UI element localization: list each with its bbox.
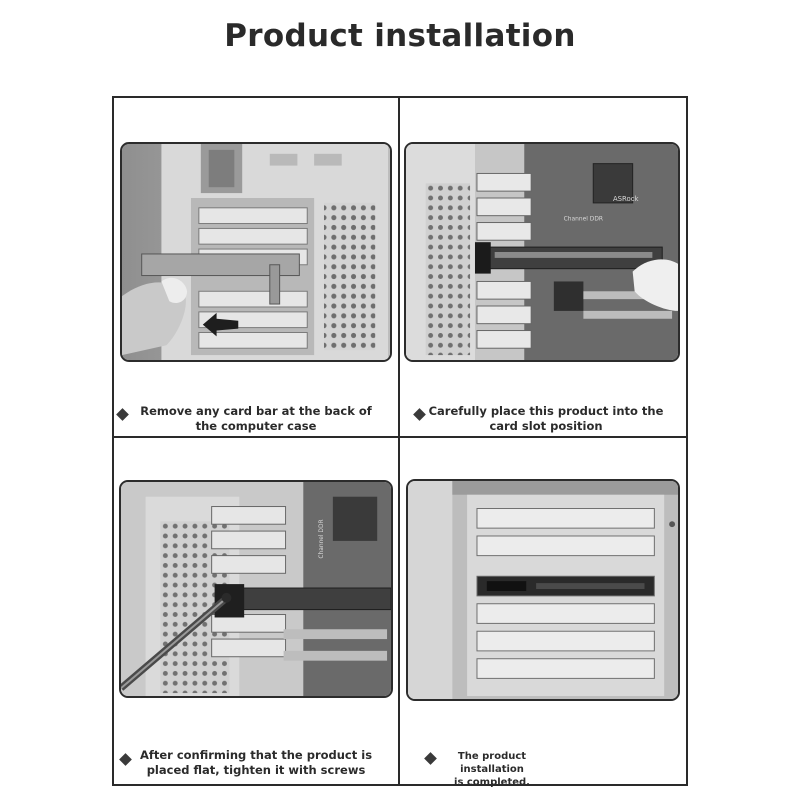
step4-caption-line2: is completed. [454,777,530,788]
step3-photo: Channel DDR [119,480,393,698]
step2-caption: Carefully place this product into the ca… [428,404,664,434]
step4-photo [406,479,680,701]
step1-photo [120,142,392,362]
pcb-label-b-rotated: Channel DDR [319,519,325,558]
steps-frame [112,96,688,786]
frame-divider-horizontal [112,436,688,438]
step4-caption-line1: The product installation [457,751,527,775]
pcb-label-a: ASRock [613,195,639,203]
step4-caption: The product installation is completed. [430,750,554,789]
step3-caption-line2: placed flat, tighten it with screws [146,763,366,777]
step2-photo: ASRock Channel DDR [404,142,680,362]
step1-caption-line2: the computer case [195,419,317,433]
step3-caption-line1: After confirming that the product is [139,748,373,762]
pcb-label-b: Channel DDR [564,217,603,223]
step3-caption: After confirming that the product is pla… [134,748,378,778]
step2-caption-line1: Carefully place this product into the [428,404,664,418]
step1-caption-line1: Remove any card bar at the back of [140,404,372,418]
frame-divider-vertical [398,96,400,786]
step1-caption: Remove any card bar at the back of the c… [132,404,380,434]
page-title: Product installation [224,18,576,54]
step2-caption-line2: card slot position [489,419,603,433]
